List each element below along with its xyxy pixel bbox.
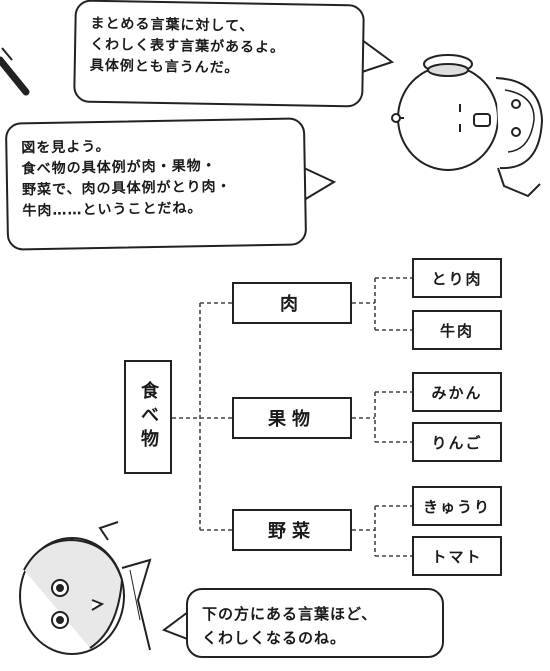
diagram-root-box: 食べ物 <box>124 360 172 474</box>
bubble-bottom-tail <box>161 611 191 641</box>
bubble-mid-tail <box>303 167 337 201</box>
girl-character <box>19 521 152 655</box>
speech-bubble-girl: 下の方にある言葉ほど、 くわしくなるのね。 <box>186 588 444 658</box>
diagram-leaf-chicken: とり肉 <box>412 258 502 298</box>
diagram-leaf-apple: りんご <box>412 422 502 462</box>
diagram-category-fruit: 果物 <box>232 397 352 439</box>
diagram-leaf-mandarin: みかん <box>412 372 502 412</box>
bubble-top-tail <box>361 39 395 73</box>
bubble-text-line: 牛肉……ということだね。 <box>22 200 203 220</box>
bubble-text-line: 具体例とも言うんだ。 <box>89 57 240 77</box>
bubble-text-line: くわしくなるのね。 <box>202 629 347 647</box>
diagram-leaf-cucumber: きゅうり <box>412 486 502 526</box>
diagram-category-vegetable: 野菜 <box>232 509 352 551</box>
pencil-icon <box>0 47 30 96</box>
speech-bubble-robot-top: まとめる言葉に対して、 くわしく表す言葉があるよ。 具体例とも言うんだ。 <box>73 0 365 108</box>
diagram-leaf-tomato: トマト <box>412 536 502 576</box>
diagram-leaf-beef: 牛肉 <box>412 310 502 350</box>
tree-lines <box>172 277 412 557</box>
bubble-text-line: 下の方にある言葉ほど、 <box>202 605 378 623</box>
diagram-category-meat: 肉 <box>232 282 352 324</box>
robot-character <box>391 54 544 198</box>
speech-bubble-robot-middle: 図を見よう。 食べ物の具体例が肉・果物・ 野菜で、肉の具体例がとり肉・ 牛肉……… <box>4 117 308 251</box>
